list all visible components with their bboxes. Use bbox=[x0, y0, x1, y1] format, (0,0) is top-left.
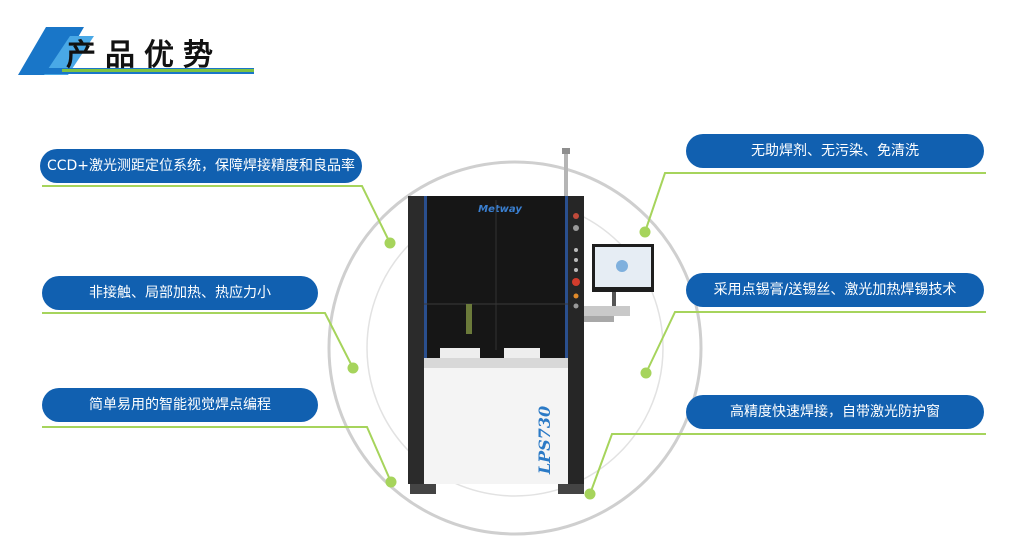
signal-tower-pole bbox=[564, 148, 568, 198]
connector-dot-right-1 bbox=[639, 226, 651, 238]
machine-illustration: Metway LPS730 bbox=[400, 140, 670, 510]
header-blue-parallelogram bbox=[18, 27, 84, 75]
caster-front-left bbox=[410, 484, 424, 494]
feature-pill-left-1: CCD+激光测距定位系统，保障焊接精度和良品率 bbox=[40, 149, 362, 183]
right-blue-trim bbox=[565, 196, 568, 366]
feature-pill-right-2: 采用点锡膏/送锡丝、激光加热焊锡技术 bbox=[686, 273, 984, 307]
connector-dot-right-3 bbox=[584, 488, 596, 500]
monitor-arm bbox=[584, 316, 614, 322]
feature-pill-right-3: 高精度快速焊接，自带激光防护窗 bbox=[686, 395, 984, 429]
feature-pill-left-3: 简单易用的智能视觉焊点编程 bbox=[42, 388, 318, 422]
connector-line-left-1 bbox=[42, 185, 391, 244]
keyboard-tray bbox=[584, 306, 630, 316]
control-button-5 bbox=[573, 303, 579, 309]
connector-line-right-1 bbox=[644, 172, 986, 233]
monitor-stand bbox=[612, 290, 616, 306]
control-button-1 bbox=[574, 248, 578, 252]
model-label: LPS730 bbox=[535, 406, 554, 475]
caster-back-right bbox=[570, 484, 584, 494]
laser-soldering-machine: Metway LPS730 bbox=[408, 148, 654, 494]
emergency-stop-button bbox=[572, 278, 580, 286]
feature-pill-left-2: 非接触、局部加热、热应力小 bbox=[42, 276, 318, 310]
page-title: 产品优势 bbox=[66, 38, 222, 73]
control-button-2 bbox=[574, 258, 578, 262]
signal-tower-cap bbox=[562, 148, 570, 154]
connector-dot-left-1 bbox=[384, 237, 396, 249]
section-header: 产品优势 bbox=[0, 0, 300, 90]
control-button-3 bbox=[574, 268, 578, 272]
connector-dot-left-2 bbox=[347, 362, 359, 374]
brand-logo: Metway bbox=[478, 204, 522, 215]
screen-graphic bbox=[616, 260, 628, 272]
lower-cabinet bbox=[424, 368, 568, 484]
indicator-light-1 bbox=[573, 213, 579, 219]
caster-back-left bbox=[422, 484, 436, 494]
feature-pill-right-1: 无助焊剂、无污染、免清洗 bbox=[686, 134, 984, 168]
work-platform bbox=[424, 358, 568, 368]
header-lightblue-parallelogram bbox=[44, 36, 94, 75]
header-decoration bbox=[18, 27, 254, 75]
indicator-light-2 bbox=[573, 225, 579, 231]
outer-circle bbox=[327, 160, 703, 536]
connector-line-right-2 bbox=[645, 311, 986, 374]
connector-line-right-3 bbox=[589, 433, 986, 495]
connector-line-left-3 bbox=[42, 426, 392, 483]
connector-line-left-2 bbox=[42, 312, 354, 369]
connector-dot-left-3 bbox=[385, 476, 397, 488]
laser-head bbox=[466, 304, 472, 334]
connector-dot-right-2 bbox=[640, 367, 652, 379]
control-button-4 bbox=[573, 293, 579, 299]
control-column bbox=[568, 196, 584, 484]
caster-front-right bbox=[558, 484, 572, 494]
header-underline-green bbox=[62, 69, 254, 72]
left-blue-trim bbox=[424, 196, 427, 366]
